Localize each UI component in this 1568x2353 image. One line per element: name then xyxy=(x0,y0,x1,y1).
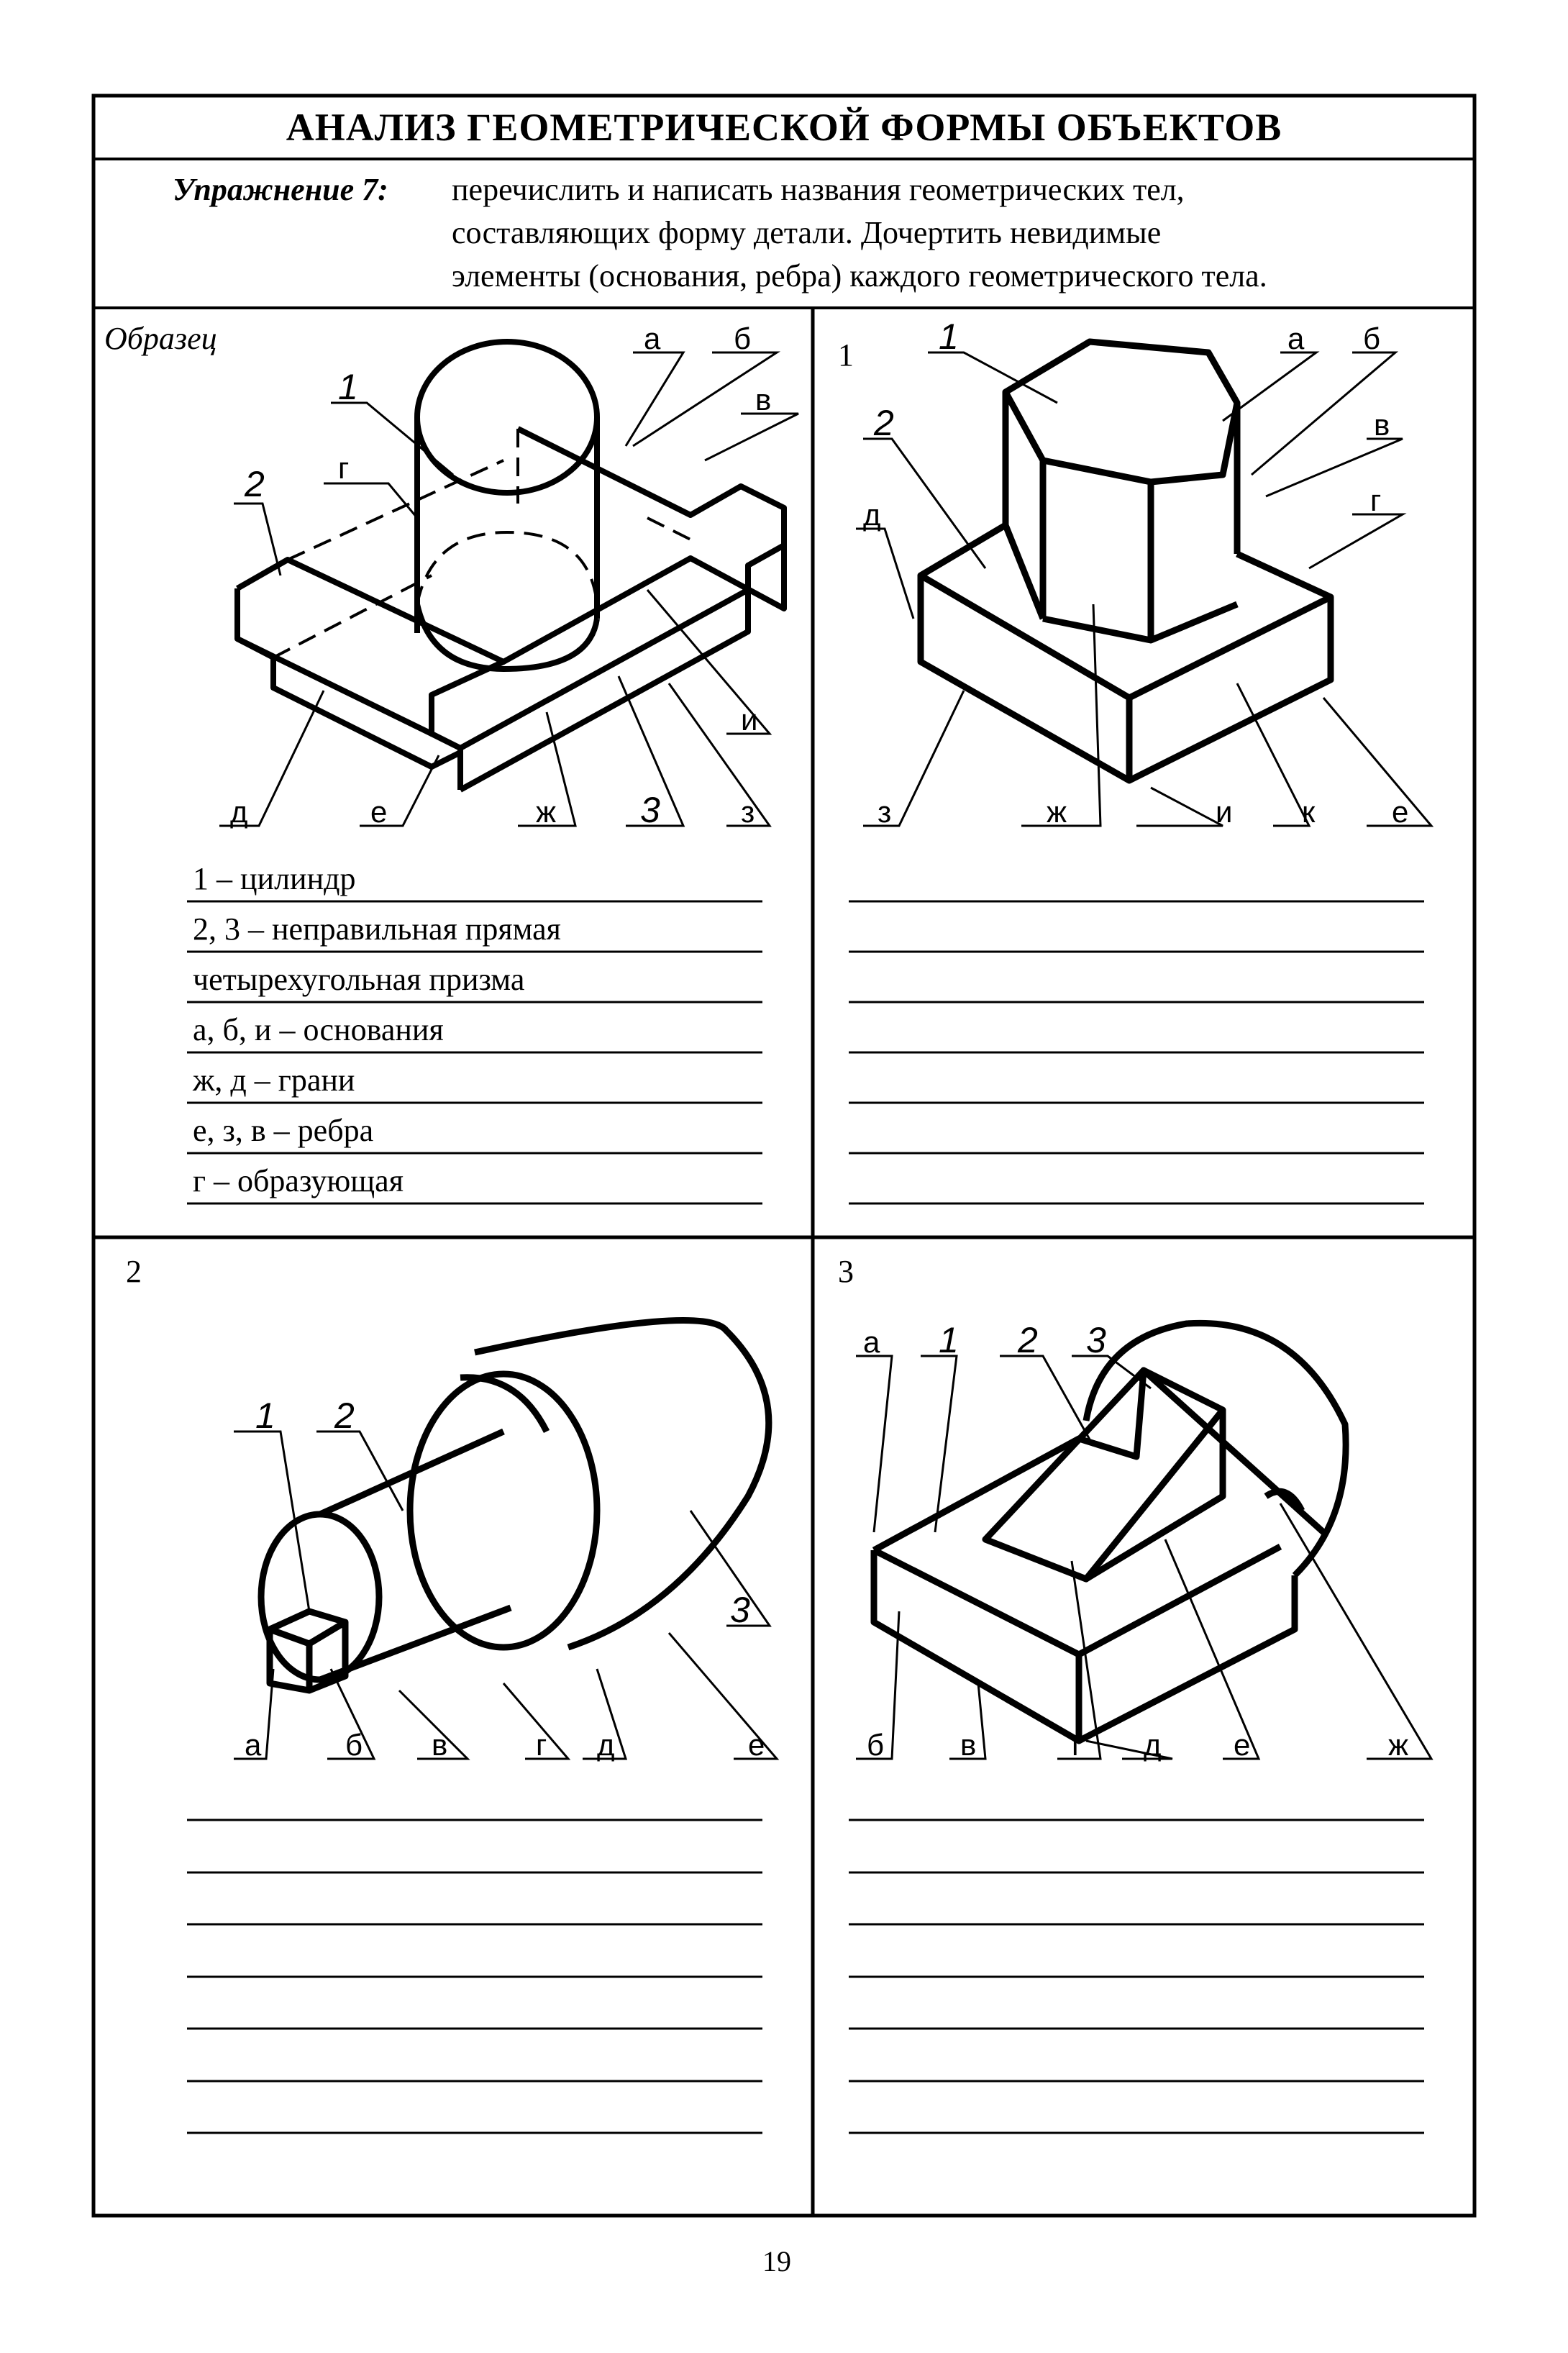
task3-figure xyxy=(870,1319,1349,1744)
task3-leaders xyxy=(856,1355,1433,1760)
callout: б xyxy=(734,322,751,355)
sample-leaders xyxy=(219,351,799,827)
callout: е xyxy=(748,1728,765,1762)
task3-answer-lines xyxy=(849,1819,1424,2134)
callout: в xyxy=(755,383,771,417)
callout: а xyxy=(1287,322,1305,355)
callout: в xyxy=(432,1728,447,1762)
task3-callouts: а 1 2 3 б в г д е ж xyxy=(863,1320,1408,1762)
task2-answer-lines xyxy=(187,1819,762,2134)
task1-number: 1 xyxy=(838,337,854,373)
task2-callouts: 1 2 3 а б в г д е xyxy=(245,1396,765,1762)
sample-callouts: а б в г д е ж з и 1 2 3 xyxy=(230,322,771,830)
callout: е xyxy=(370,795,387,829)
callout: г xyxy=(1072,1728,1082,1762)
callout: а xyxy=(245,1728,262,1762)
callout: б xyxy=(345,1728,363,1762)
task1-figure xyxy=(917,338,1334,784)
sample-note: четырехугольная призма xyxy=(193,962,525,997)
task1-answer-lines xyxy=(849,900,1424,1205)
exercise-text-line: элементы (основания, ребра) каждого геом… xyxy=(452,258,1267,293)
page-number: 19 xyxy=(762,2245,791,2277)
callout: д xyxy=(863,498,881,532)
task1-callouts: 1 2 а б в г д з ж и к е xyxy=(863,317,1408,829)
task2-leaders xyxy=(234,1430,780,1760)
task3-number: 3 xyxy=(838,1254,854,1289)
callout: 1 xyxy=(939,1320,959,1360)
task2-figure xyxy=(257,1316,772,1694)
callout: ж xyxy=(536,795,556,829)
callout: 3 xyxy=(730,1590,750,1630)
callout: 3 xyxy=(640,790,660,830)
callout: в xyxy=(960,1728,976,1762)
exercise-label: Упражнение 7: xyxy=(173,172,388,207)
callout: г xyxy=(536,1728,547,1762)
callout: 2 xyxy=(244,464,265,504)
callout: 2 xyxy=(873,403,894,443)
callout: е xyxy=(1392,795,1408,829)
callout: а xyxy=(644,322,661,355)
sample-label: Образец xyxy=(104,321,217,356)
callout: 1 xyxy=(939,317,959,357)
sample-note: г – образующая xyxy=(193,1163,404,1198)
callout: е xyxy=(1234,1728,1250,1762)
sample-note: 1 – цилиндр xyxy=(193,861,356,896)
page-title: АНАЛИЗ ГЕОМЕТРИЧЕСКОЙ ФОРМЫ ОБЪЕКТОВ xyxy=(286,106,1282,149)
callout: 3 xyxy=(1086,1320,1106,1360)
callout: 1 xyxy=(255,1396,275,1436)
callout: 1 xyxy=(338,367,358,407)
callout: в xyxy=(1374,408,1390,442)
callout: з xyxy=(878,795,891,829)
callout: и xyxy=(741,703,757,737)
callout: г xyxy=(1370,483,1381,517)
callout: г xyxy=(338,451,349,485)
sample-note: а, б, и – основания xyxy=(193,1012,444,1047)
callout: 2 xyxy=(334,1396,355,1436)
callout: и xyxy=(1216,795,1232,829)
callout: а xyxy=(863,1325,880,1359)
callout: ж xyxy=(1047,795,1067,829)
sample-figure xyxy=(234,339,787,793)
callout: д xyxy=(230,795,248,829)
callout: д xyxy=(1144,1728,1162,1762)
callout: ж xyxy=(1388,1728,1408,1762)
callout: б xyxy=(1363,322,1380,355)
task2-number: 2 xyxy=(126,1254,142,1289)
exercise-text-line: составляющих форму детали. Дочертить нев… xyxy=(452,215,1162,250)
sample-hidden-lines xyxy=(273,429,691,659)
callout: д xyxy=(597,1728,615,1762)
callout: 2 xyxy=(1017,1320,1038,1360)
callout: б xyxy=(867,1728,884,1762)
frame xyxy=(91,94,1477,2218)
callout: з xyxy=(741,795,755,829)
sample-note-lines xyxy=(187,900,762,1205)
sample-note: ж, д – грани xyxy=(193,1062,355,1098)
exercise-text-line: перечислить и написать названия геометри… xyxy=(452,172,1185,207)
sample-note: 2, 3 – неправильная прямая xyxy=(193,911,561,947)
task1-leaders xyxy=(856,351,1434,827)
sample-note: е, з, в – ребра xyxy=(193,1113,374,1148)
callout: к xyxy=(1302,795,1316,829)
